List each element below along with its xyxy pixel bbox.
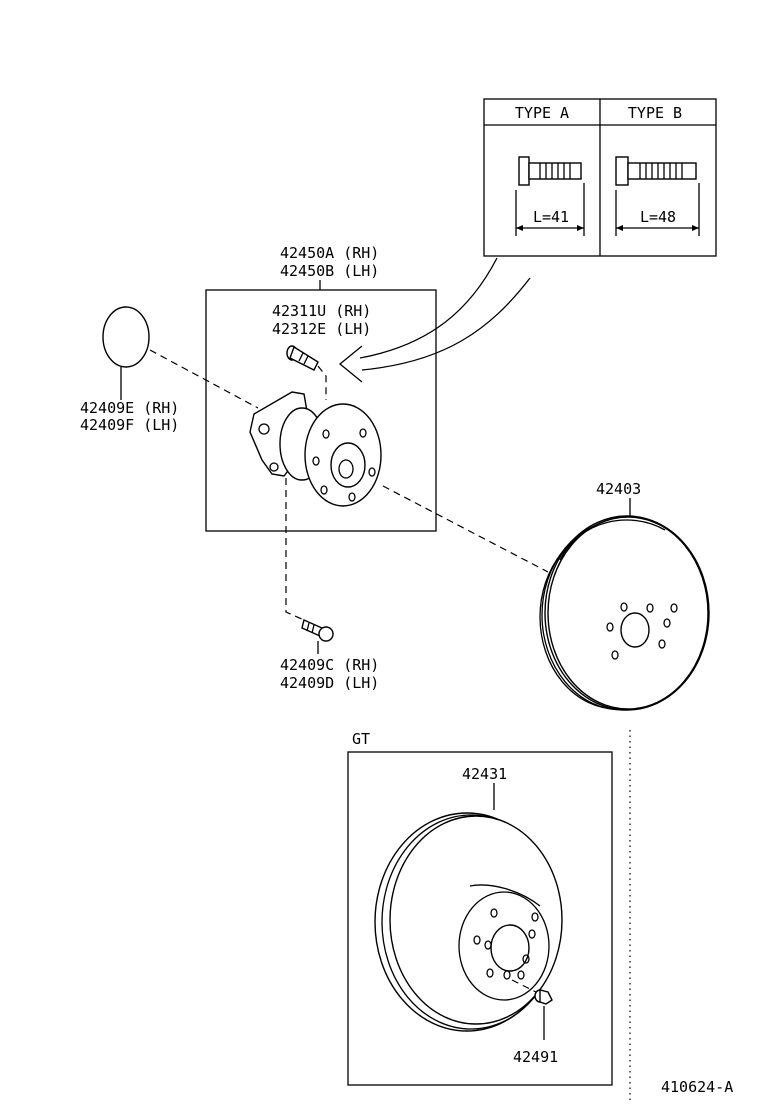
diagram-code: 410624-A bbox=[661, 1078, 733, 1096]
brake-drum-icon bbox=[539, 515, 710, 711]
type-b-length: L=48 bbox=[640, 208, 676, 226]
mounting-bolt-icon bbox=[301, 619, 334, 642]
hub-bolt-icon bbox=[286, 345, 319, 371]
type-b-header: TYPE B bbox=[628, 104, 682, 122]
type-b-stud-drawing: L=48 bbox=[615, 156, 700, 236]
screw-icon bbox=[534, 989, 553, 1005]
type-a-length: L=41 bbox=[533, 208, 569, 226]
hub-cap-label-rh: 42409E (RH) bbox=[80, 399, 179, 417]
gt-group-box bbox=[347, 751, 613, 1086]
screw-label: 42491 bbox=[513, 1048, 558, 1066]
axle-hub-icon bbox=[249, 391, 382, 507]
hub-assembly-label-lh: 42450B (LH) bbox=[280, 262, 379, 280]
hub-bolt-label-lh: 42312E (LH) bbox=[272, 320, 371, 338]
hub-cap-icon bbox=[102, 306, 150, 368]
gt-group-label: GT bbox=[352, 730, 370, 748]
type-a-header: TYPE A bbox=[515, 104, 569, 122]
type-a-stud-drawing: L=41 bbox=[515, 156, 585, 236]
hub-assembly-label-rh: 42450A (RH) bbox=[280, 244, 379, 262]
mounting-bolt-label-rh: 42409C (RH) bbox=[280, 656, 379, 674]
hub-bolt-label-rh: 42311U (RH) bbox=[272, 302, 371, 320]
mounting-bolt-label-lh: 42409D (LH) bbox=[280, 674, 379, 692]
disc-rotor-icon bbox=[374, 812, 563, 1032]
disc-rotor-label: 42431 bbox=[462, 765, 507, 783]
reference-arrow bbox=[338, 257, 531, 383]
hub-cap-label-lh: 42409F (LH) bbox=[80, 416, 179, 434]
stud-type-inset: TYPE A TYPE B L=41 bbox=[483, 98, 717, 257]
brake-drum-label: 42403 bbox=[596, 480, 641, 498]
hub-assembly-box bbox=[205, 289, 437, 532]
